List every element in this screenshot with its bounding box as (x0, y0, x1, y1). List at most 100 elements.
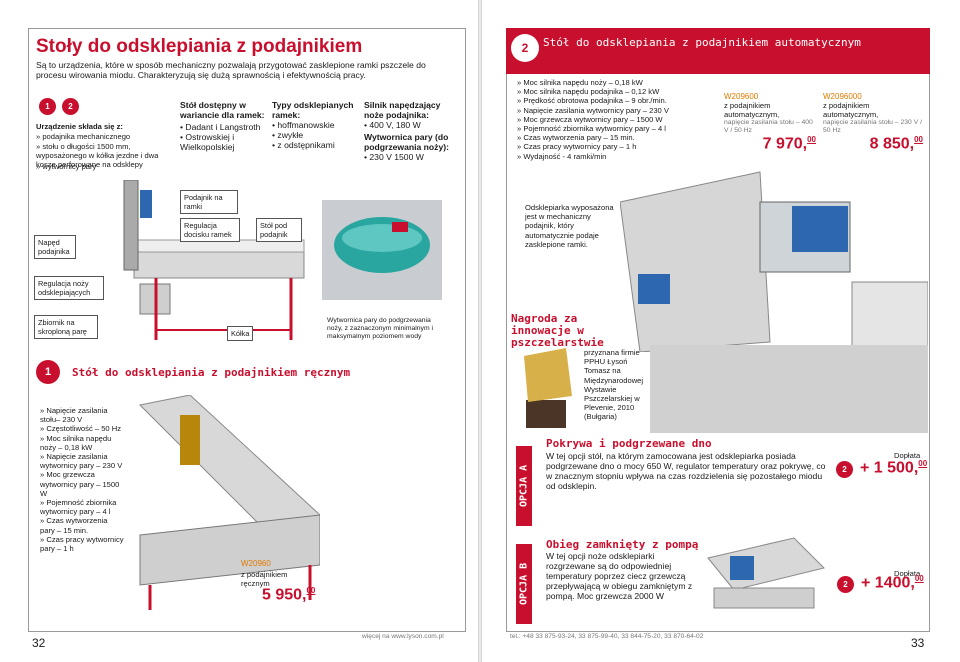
auto-spec-2: » Moc silnika napędu podajnika – 0,12 kW (517, 87, 660, 97)
types-block: Typy odsklepianych ramek: • hoffmanowski… (272, 100, 354, 150)
auto-badge: 2 (511, 34, 539, 62)
callout-stand: Stół pod podajnik (256, 218, 302, 242)
frames-block: Stół dostępny w wariancie dla ramek: • D… (180, 100, 265, 152)
callout-tank: Zbiornik na skroploną parę (34, 315, 98, 339)
trophy-icon (524, 348, 572, 428)
auto-table-photo (619, 171, 929, 353)
left-footer: więcej na www.lyson.com.pl (362, 633, 444, 640)
option-b-label: OPCJA B (516, 544, 532, 624)
manual-code: W20960 (241, 559, 271, 568)
manual-spec-5: » Moc grzewcza wytwornicy pary – 1500 W (40, 470, 120, 498)
manual-spec-4: » Napięcie zasilania wytwornicy pary – 2… (40, 452, 123, 471)
manual-spec-1: » Napięcie zasilania stołu– 230 V (40, 406, 108, 425)
callout-knives: Regulacja noży odsklepiających (34, 276, 104, 300)
components-box: 1 2 Urządzenie składa się z: » podajnika… (30, 90, 170, 180)
type-1: • hoffmanowskie (272, 120, 335, 130)
auto-title: Stół do odsklepiania z podajnikiem autom… (543, 36, 861, 49)
right-header-bar (506, 28, 930, 74)
option-b-title: Obieg zamknięty z pompą (546, 538, 699, 551)
manual-spec-7: » Czas wytworzenia pary – 15 min. (40, 516, 108, 535)
option-b-photo (704, 528, 828, 618)
award-title: Nagroda za innowacje w pszczelarstwie (511, 312, 604, 349)
feeder-note: Odsklepiarka wyposażona jest w mechanicz… (525, 203, 614, 249)
option-b-surcharge: Dopłata (894, 569, 921, 578)
auto-spec-7: » Czas wytworzenia pary – 15 min. (517, 133, 635, 143)
component-1: » podajnika mechanicznego (36, 132, 131, 141)
callout-feeder: Podajnik na ramki (180, 190, 238, 214)
auto-spec-3: » Prędkość obrotowa podajnika – 9 obr./m… (517, 96, 667, 106)
variant-2-price: 8 850,00 (869, 135, 923, 153)
award-trophy-image (514, 346, 578, 432)
components-heading: Urządzenie składa się z: (36, 122, 123, 131)
option-b-text: W tej opcji noże odsklepiarki rozgrzewan… (546, 551, 693, 601)
left-page-frame (28, 28, 466, 632)
option-a-price: + 1 500,00 (860, 459, 928, 477)
callout-pressure: Regulacja docisku ramek (180, 218, 240, 242)
motor-spec: • 400 V, 180 W (364, 120, 421, 130)
option-b-price: + 1400,00 (861, 574, 924, 592)
manual-price: 5 950,00 (262, 586, 316, 604)
callout-wheels: Kółka (227, 326, 253, 341)
option-b-badge: 2 (837, 576, 854, 593)
manual-title: Stół do odsklepiania z podajnikiem ręczn… (72, 366, 351, 379)
page-title: Stoły do odsklepiania z podajnikiem (36, 36, 363, 57)
right-footer: tel.: +48 33 875-93-24, 33 875-99-40, 33… (510, 633, 704, 640)
left-page-number: 32 (32, 636, 46, 650)
variant-1-desc: z podajnikiem automatycznym, (724, 101, 780, 120)
badge-1: 1 (39, 98, 56, 115)
motor-heading: Silnik napędzający noże podajnika: (364, 100, 441, 120)
right-page-number: 33 (911, 636, 925, 650)
frame-variant-1: • Dadant i Langstroth (180, 122, 261, 132)
types-heading: Typy odsklepianych ramek: (272, 100, 354, 120)
manual-spec-list: » Napięcie zasilania stołu– 230 V » Częs… (40, 406, 124, 553)
manual-badge: 1 (36, 360, 60, 384)
auto-spec-9: » Wydajność - 4 ramki/min (517, 151, 607, 161)
callout-drive: Napęd podajnika (34, 235, 76, 259)
auto-spec-5: » Moc grzewcza wytwornicy pary – 1500 W (517, 114, 663, 124)
variant-1-note: napięcie zasilania stołu – 400 V / 50 Hz (724, 119, 813, 135)
option-a-badge: 2 (836, 461, 853, 478)
manual-table-photo-svg (138, 394, 321, 610)
steam-generator-photo (322, 200, 442, 300)
type-3: • z odstępnikami (272, 140, 335, 150)
manual-spec-2: » Częstotliwość – 50 Hz (40, 424, 122, 434)
manual-spec-3: » Moc silnika napędu noży – 0,18 kW (40, 433, 112, 452)
steam-generator-closeup (322, 200, 442, 300)
option-a-text: W tej opcji stół, na którym zamocowana j… (546, 451, 826, 491)
steam-spec: • 230 V 1500 W (364, 152, 424, 162)
component-3: » wytwornicy pary (36, 162, 97, 171)
manual-table-photo-large (120, 394, 321, 615)
auto-spec-6: » Pojemność zbiornika wytwornicy pary – … (517, 124, 666, 134)
variant-2-code: W2096000 (823, 92, 862, 101)
variant-1-price: 7 970,00 (762, 135, 816, 153)
manual-code-desc: z podajnikiem ręcznym (241, 570, 288, 589)
award-text: przyznana firmie PPHU Łysoń Tomasz na Mi… (584, 348, 644, 422)
auto-spec-8: » Czas pracy wytwornicy pary – 1 h (517, 142, 637, 152)
component-2: » stołu o długości 1500 mm, wyposażonego… (36, 142, 159, 170)
option-a-title: Pokrywa i podgrzewane dno (546, 437, 712, 450)
intro-text: Są to urządzenia, które w sposób mechani… (36, 60, 426, 80)
option-b-photo-svg (707, 537, 825, 609)
variant-1-code: W209600 (724, 92, 759, 101)
badge-2: 2 (62, 98, 79, 115)
page-gutter (478, 0, 482, 662)
frame-variant-2: • Ostrowskiej i Wielkopolskiej (180, 132, 235, 152)
manual-table-illustration (96, 179, 316, 350)
variant-2: W2096000 z podajnikiem automatycznym, na… (823, 92, 923, 154)
variant-1: W209600 z podajnikiem automatycznym, nap… (724, 92, 816, 154)
variant-2-desc: z podajnikiem automatycznym, (823, 101, 879, 120)
manual-table-photo (123, 179, 305, 340)
option-a-surcharge: Dopłata (894, 451, 921, 460)
variant-2-note: napięcie zasilania stołu – 230 V / 50 Hz (823, 119, 922, 135)
frames-heading: Stół dostępny w wariancie dla ramek: (180, 100, 265, 120)
manual-spec-6: » Pojemność zbiornika wytwornicy pary – … (40, 498, 117, 517)
type-2: • zwykłe (272, 130, 304, 140)
callout-steam-note: Wytwornica pary do podgrzewania noży, z … (327, 317, 434, 340)
motor-block: Silnik napędzający noże podajnika: • 400… (364, 100, 460, 162)
option-a-label: OPCJA A (516, 446, 532, 526)
manual-spec-8: » Czas pracy wytwornicy pary – 1 h (40, 534, 124, 554)
auto-spec-list: » Moc silnika napędu noży – 0,18 kW » Mo… (517, 78, 717, 161)
auto-spec-1: » Moc silnika napędu noży – 0,18 kW (517, 78, 643, 87)
auto-spec-4: » Napięcie zasilania wytwornicy pary – 2… (517, 105, 669, 115)
auto-table-illustration (619, 162, 929, 353)
